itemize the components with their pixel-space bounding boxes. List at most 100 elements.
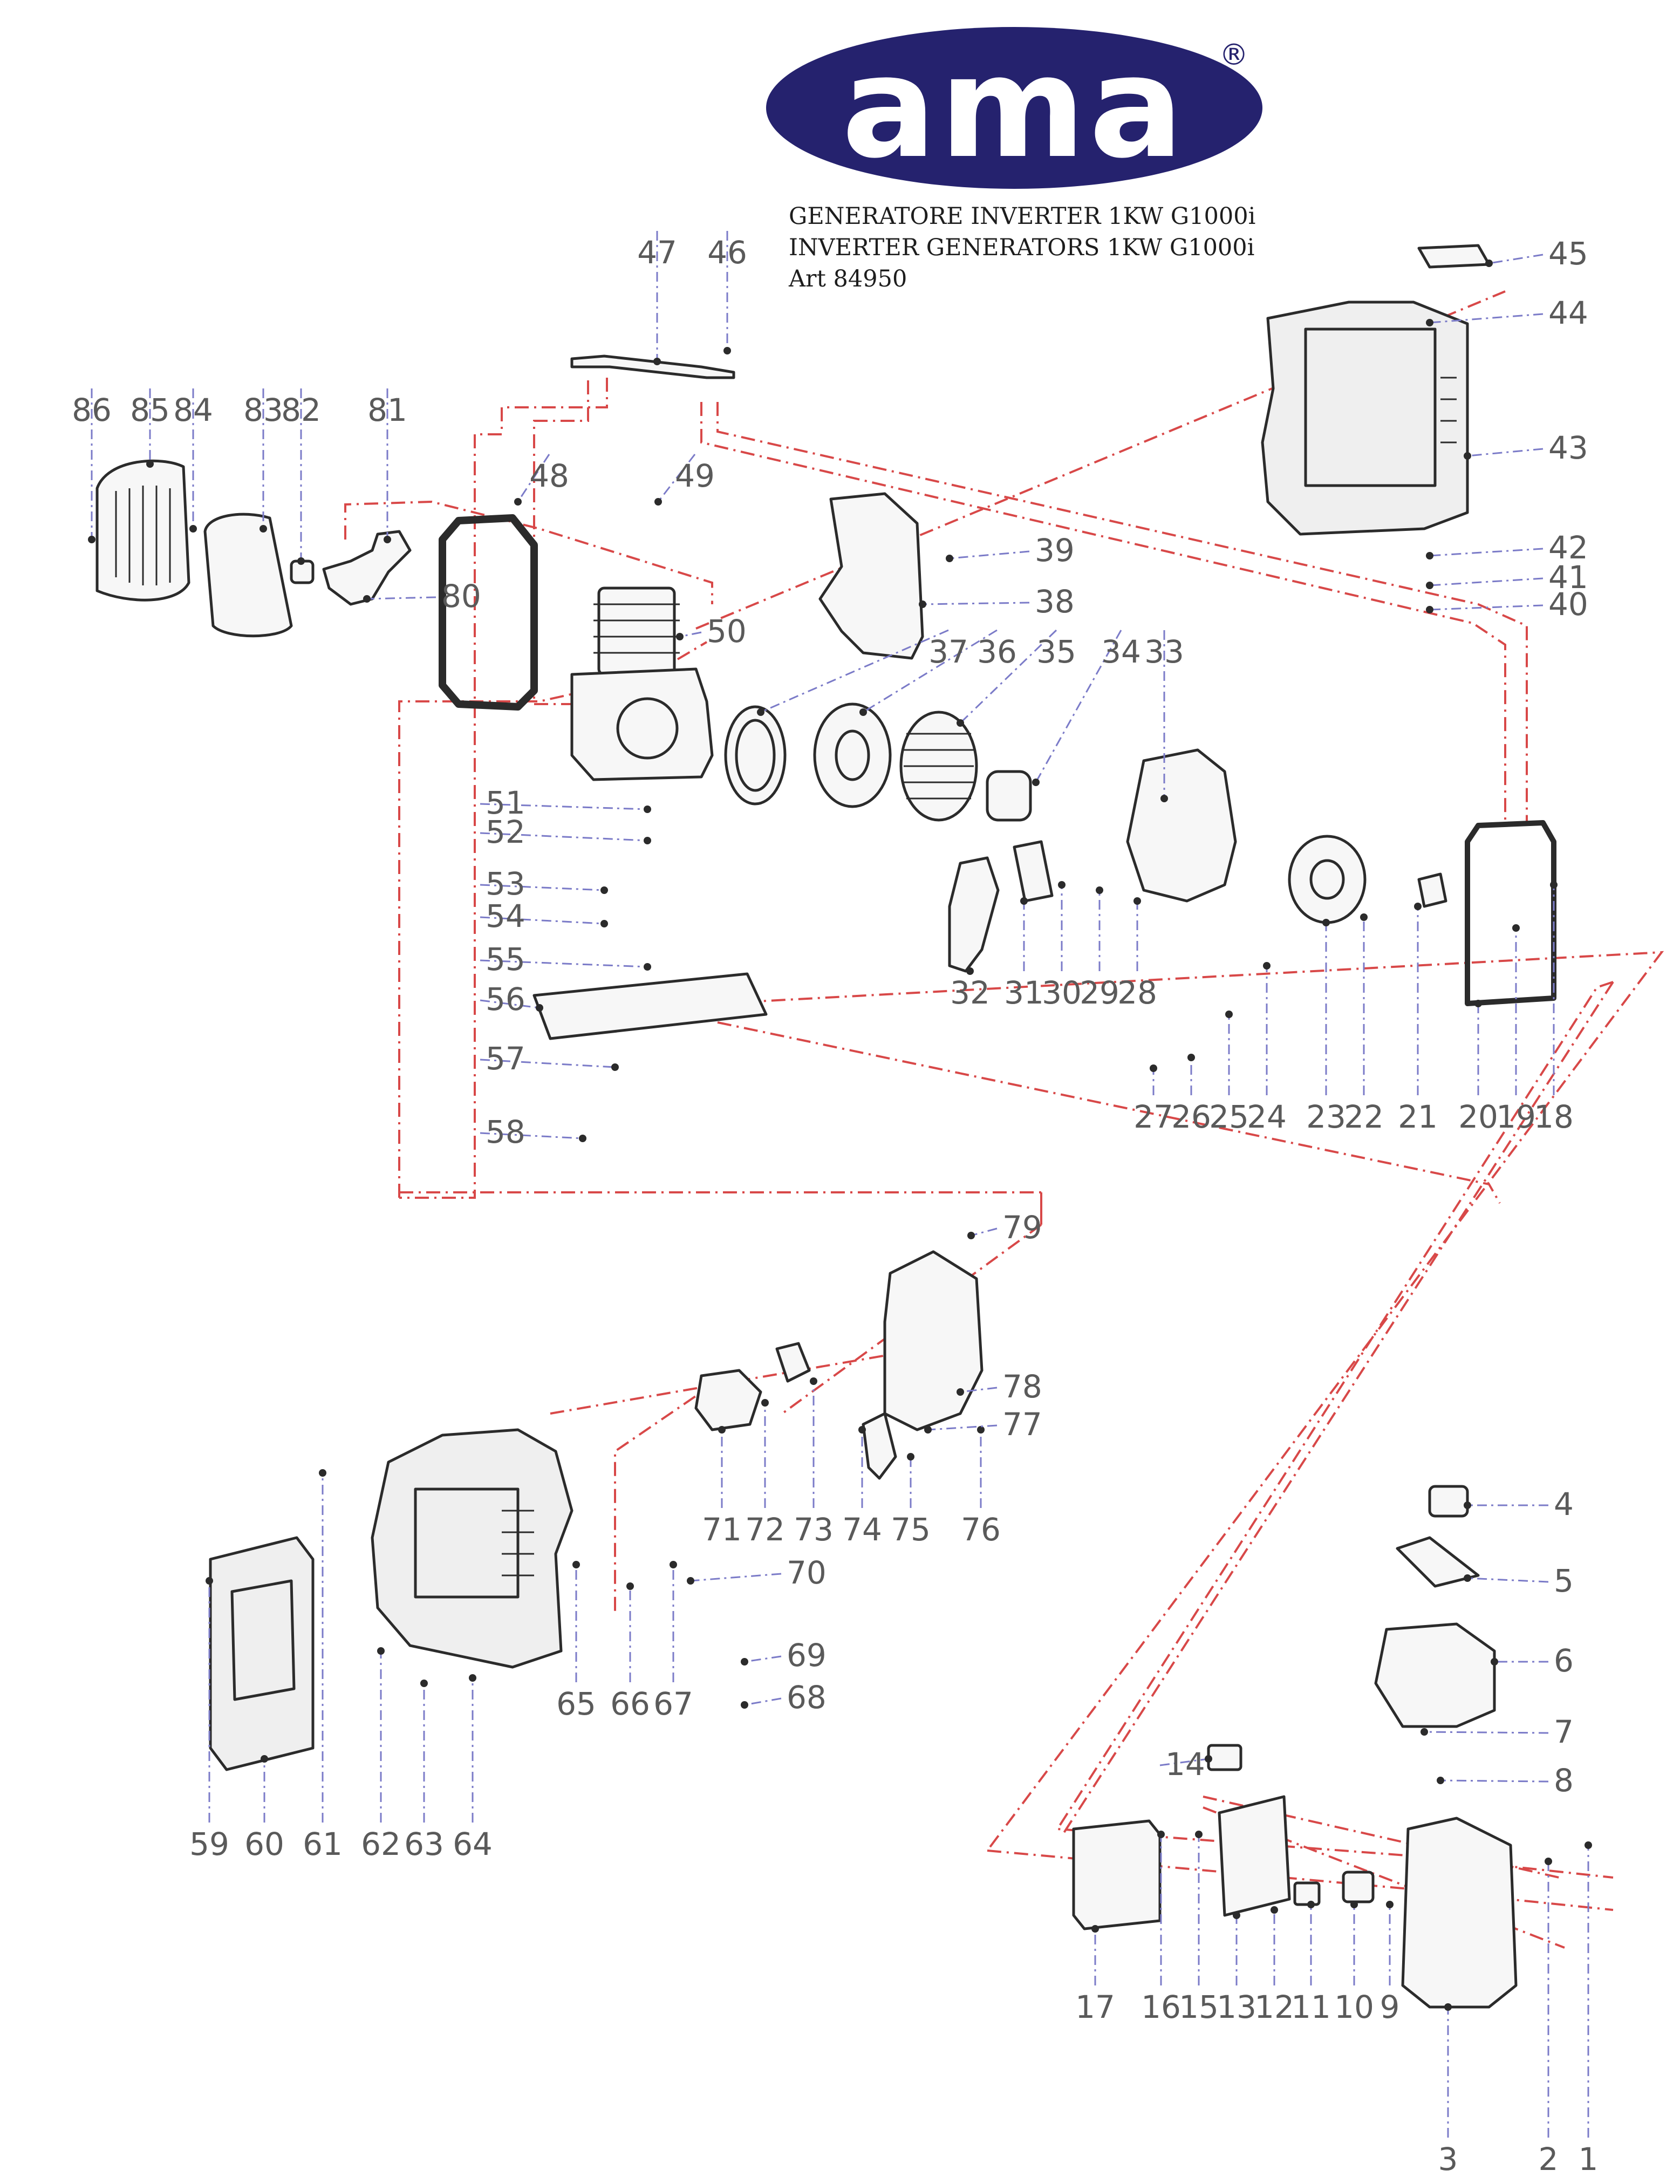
leader-line-51 [480,803,648,810]
leader-anchor-25 [1225,1011,1233,1018]
fuel-filter-strainer [1396,1536,1480,1588]
callout-49: 49 [675,458,715,494]
callout-34: 34 [1101,633,1141,670]
leader-anchor-54 [600,920,608,927]
leader-anchor-81 [384,536,391,543]
leader-line-54 [480,916,605,925]
leader-line-5 [1467,1577,1549,1583]
leader-anchor-40 [1426,606,1433,613]
callout-33: 33 [1144,633,1184,670]
assembly-line [700,402,1506,820]
leader-line-8 [1440,1779,1549,1783]
callout-71: 71 [702,1511,742,1548]
title-line-english: INVERTER GENERATORS 1KW G1000i [789,234,1255,261]
leader-anchor-27 [1150,1064,1157,1072]
callout-2: 2 [1539,2141,1559,2178]
callout-1: 1 [1579,2141,1599,2178]
brand-logo: ama ® [766,27,1268,194]
callouts: 1234567891011121314151617181920212223242… [72,231,1598,2178]
leader-anchor-14 [1205,1755,1212,1763]
assembly-line [717,951,1664,1852]
leader-line-53 [480,884,605,891]
callout-68: 68 [787,1679,827,1716]
leader-line-41 [1429,577,1544,586]
logo-oval [766,27,1262,189]
leader-anchor-63 [420,1680,428,1687]
cooling-fan [899,711,978,822]
callout-59: 59 [189,1826,229,1862]
part-outlines [95,244,1556,2009]
leader-anchor-1 [1585,1841,1592,1849]
choke-lever [862,1412,897,1480]
callout-8: 8 [1554,1762,1574,1799]
leader-anchor-15 [1195,1831,1203,1838]
leader-line-56 [480,999,540,1009]
callout-46: 46 [707,234,747,271]
top-bracket [570,354,735,379]
leader-anchor-69 [741,1658,748,1666]
handle-bracket [1417,244,1491,269]
callout-13: 13 [1217,1989,1256,2025]
leader-line-68 [744,1697,782,1706]
leader-anchor-20 [1474,1000,1482,1007]
leader-anchor-32 [966,967,974,975]
leader-anchor-51 [644,806,651,813]
leader-line-14 [1159,1758,1209,1766]
callout-70: 70 [787,1554,827,1591]
assembly-line [399,1191,1042,1415]
leader-anchor-46 [723,347,731,354]
leader-line-7 [1424,1731,1549,1734]
callout-28: 28 [1117,974,1157,1011]
leader-anchor-78 [957,1388,964,1396]
engine-block [570,586,714,781]
stator-ring [724,705,787,806]
callout-26: 26 [1171,1098,1211,1135]
leader-anchor-60 [261,1755,268,1763]
callout-9: 9 [1380,1989,1400,2025]
callout-23: 23 [1306,1098,1346,1135]
callout-75: 75 [891,1511,931,1548]
callout-35: 35 [1036,633,1076,670]
callout-81: 81 [367,392,407,428]
leader-anchor-62 [377,1647,385,1655]
leader-anchor-42 [1426,552,1433,559]
fan-cover [1126,748,1237,903]
leader-anchor-58 [579,1135,586,1142]
leader-anchor-71 [718,1426,726,1434]
control-panel [1072,1819,1162,1930]
leader-line-58 [480,1132,583,1139]
leader-line-44 [1429,313,1544,324]
leader-anchor-5 [1464,1574,1471,1582]
leader-anchor-61 [319,1469,326,1477]
leader-anchor-30 [1058,881,1066,889]
callout-32: 32 [950,974,990,1011]
leader-anchor-11 [1307,1901,1315,1908]
intake-elbow [322,530,412,606]
leader-anchor-57 [611,1063,619,1071]
callout-72: 72 [745,1511,785,1548]
leader-anchor-37 [757,708,764,716]
callout-17: 17 [1075,1989,1115,2025]
leader-anchor-24 [1263,962,1271,970]
callout-47: 47 [637,234,677,271]
title-line-italian: GENERATORE INVERTER 1KW G1000i [789,203,1256,230]
callout-82: 82 [281,392,321,428]
leader-anchor-38 [919,600,926,608]
callout-83: 83 [243,392,283,428]
leader-line-80 [366,596,436,600]
assembly-line [533,380,604,705]
leader-anchor-53 [600,886,608,894]
starter-cup [986,770,1032,822]
leader-anchor-12 [1271,1906,1278,1914]
callout-55: 55 [486,941,525,978]
leader-anchor-6 [1491,1658,1498,1666]
leader-anchor-76 [977,1426,985,1434]
callout-39: 39 [1035,532,1075,569]
callout-18: 18 [1534,1098,1574,1135]
leader-line-70 [690,1573,782,1582]
leader-anchor-44 [1426,319,1433,326]
callout-78: 78 [1002,1368,1042,1405]
leader-anchor-31 [1020,897,1028,905]
